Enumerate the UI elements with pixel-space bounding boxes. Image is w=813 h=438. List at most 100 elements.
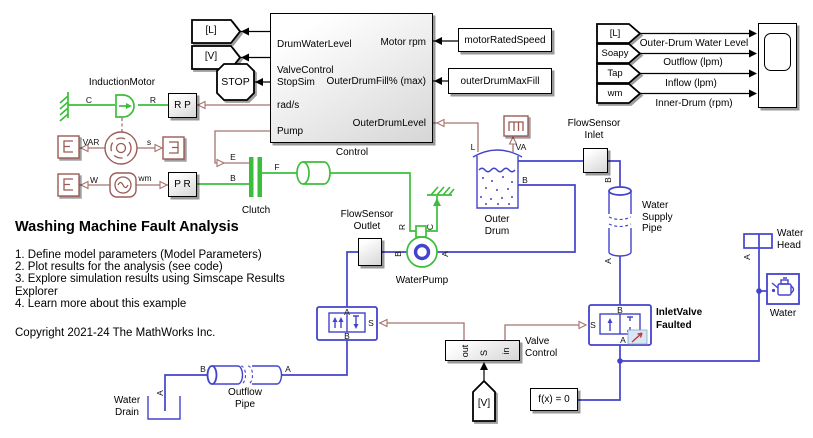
vent-sensor-icon[interactable] — [503, 115, 529, 137]
motor-rated-speed-constant[interactable]: motorRatedSpeed — [458, 28, 552, 52]
electrical-terminal-block[interactable] — [57, 173, 80, 197]
port-label: E — [230, 152, 236, 162]
clutch-icon[interactable] — [249, 157, 262, 197]
block-text: R P — [174, 100, 191, 111]
port-label: wm — [138, 173, 152, 183]
constant-value: motorRatedSpeed — [464, 34, 546, 46]
water-drain-label: Water Drain — [113, 395, 141, 418]
water-label: Water — [769, 308, 797, 319]
port-label: C — [425, 223, 435, 231]
induction-motor-icon[interactable] — [115, 94, 135, 118]
valve-control-port: in — [501, 347, 511, 355]
port-label: s — [146, 137, 152, 147]
port-label: L — [470, 142, 476, 152]
port-label: W — [89, 175, 99, 185]
control-port-label: ValveControl — [277, 65, 334, 76]
port-label: B — [230, 173, 236, 183]
inlet-valve-label: InletValve Faulted — [656, 307, 703, 331]
valve-control-port: S — [479, 349, 489, 357]
port-label: R — [397, 223, 407, 231]
control-port-label: OuterDrumLevel — [352, 118, 426, 129]
ac-source-icon[interactable] — [109, 172, 137, 198]
port-label: VA — [515, 142, 527, 152]
from-tag-valve[interactable] — [472, 379, 496, 422]
inertia-icon[interactable] — [296, 161, 331, 185]
step-item: 2. Plot results for the analysis (see co… — [15, 261, 223, 274]
ps-converter-rp-block[interactable]: R P — [168, 93, 197, 118]
model-title: Washing Machine Fault Analysis — [15, 219, 239, 235]
induction-motor-label: InductionMotor — [88, 77, 156, 88]
port-label: A — [285, 364, 291, 374]
water-supply-pipe-icon[interactable] — [608, 186, 632, 257]
model-steps: 1. Define model parameters (Model Parame… — [15, 249, 307, 310]
flow-sensor-outlet-block[interactable] — [358, 238, 382, 266]
from-tag-L[interactable] — [596, 23, 642, 44]
port-label: A — [742, 254, 752, 260]
port-label: B — [344, 331, 350, 341]
port-label: A — [440, 251, 450, 257]
flow-sensor-inlet-block[interactable] — [583, 148, 608, 173]
rotational-ground-icon — [427, 186, 455, 196]
port-label: C — [85, 95, 93, 105]
outflow-pipe-label: Outflow Pipe — [228, 387, 262, 410]
control-subsystem-block[interactable]: DrumWaterLevel ValveControl StopSim rad/… — [270, 13, 433, 143]
signal-label: Inflow (lpm) — [665, 78, 717, 89]
signal-label: Outer-Drum Water Level — [639, 38, 749, 49]
control-port-label: StopSim — [277, 77, 315, 88]
water-drain-tank-icon[interactable] — [147, 396, 181, 420]
from-tag-tap[interactable] — [596, 63, 642, 84]
port-label: B — [200, 364, 206, 374]
goto-tag-L[interactable] — [191, 19, 242, 44]
control-port-label: rad/s — [277, 100, 300, 111]
signal-label: Inner-Drum (rpm) — [655, 98, 733, 109]
port-label: A — [155, 390, 165, 396]
port-label: B — [393, 251, 403, 257]
induction-machine-icon[interactable] — [104, 131, 138, 165]
control-port-label: OuterDrumFill% (max) — [326, 76, 426, 87]
from-tag-valve-label: [V] — [477, 398, 491, 409]
electrical-terminal-block[interactable] — [162, 136, 185, 160]
step-item: 4. Learn more about this example — [15, 297, 187, 310]
scope-block[interactable] — [758, 23, 797, 108]
outer-drum-max-fill-constant[interactable]: outerDrumMaxFill — [448, 68, 552, 94]
electrical-terminal-block[interactable] — [57, 135, 80, 159]
signal-wires — [240, 27, 757, 381]
outflow-pipe-icon[interactable] — [206, 365, 283, 385]
water-supply-pipe-label: Water Supply Pipe — [642, 200, 673, 234]
ps-converter-pr-block[interactable]: P R — [168, 172, 197, 197]
from-tag-soapy[interactable] — [596, 43, 642, 64]
from-tag-wm-label: wm — [607, 88, 623, 99]
constant-value: outerDrumMaxFill — [460, 75, 540, 87]
copyright-text: Copyright 2021-24 The MathWorks Inc. — [15, 327, 216, 339]
clutch-label: Clutch — [241, 205, 271, 216]
block-text: P R — [174, 179, 191, 190]
solver-configuration-block[interactable]: f(x) = 0 — [530, 388, 578, 411]
water-head-label: Water Head — [777, 228, 804, 251]
control-port-label: Pump — [277, 126, 304, 137]
water-pump-icon[interactable] — [406, 225, 438, 268]
port-label: A — [603, 258, 613, 264]
water-head-tank-icon[interactable] — [743, 233, 773, 249]
valve-control-port: out — [460, 344, 470, 358]
from-tag-tap-label: Tap — [607, 68, 623, 79]
port-label: VAR — [82, 137, 100, 147]
signal-label: Outflow (lpm) — [663, 57, 723, 68]
stop-simulation-block[interactable] — [216, 63, 255, 101]
block-text: f(x) = 0 — [538, 394, 570, 405]
port-label: A — [620, 335, 626, 345]
port-label: A — [344, 307, 350, 317]
outlet-valve-block[interactable] — [316, 306, 378, 341]
flow-sensor-inlet-label: FlowSensor Inlet — [567, 118, 621, 141]
port-label: B — [603, 177, 613, 183]
outer-drum-label: Outer Drum — [484, 214, 510, 237]
from-tag-wm[interactable] — [596, 83, 642, 104]
water-properties-block[interactable] — [766, 273, 800, 305]
inlet-valve-faulted-block[interactable] — [588, 304, 652, 346]
control-port-label: Motor rpm — [380, 37, 426, 48]
physical-signal-wires — [79, 100, 588, 340]
valve-control-block[interactable]: out S in — [445, 340, 520, 361]
from-tag-L-label: [L] — [609, 28, 621, 39]
outer-drum-tank-icon[interactable] — [472, 149, 523, 209]
